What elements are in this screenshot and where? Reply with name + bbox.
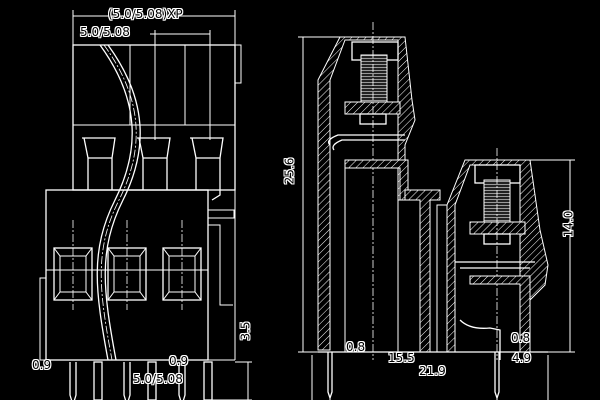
dim-overall-width [72,10,236,45]
dim-lower-height [530,159,575,353]
screw-window-2 [107,220,147,310]
label-pitch-top: 5.0/5.08 [80,25,130,39]
label-pin-left: 0.8 [346,340,366,354]
front-view [39,10,252,400]
label-pin-width-left: 0.9 [32,358,52,372]
label-total-height: 25.6 [282,157,297,185]
side-view [298,22,575,400]
label-rear-offset: 4.9 [512,351,532,365]
lower-header-body [39,45,236,361]
label-pitch-bottom: 5.0/5.08 [133,372,183,386]
upper-plug-body [72,44,242,306]
label-lower-height: 14.0 [561,210,576,238]
dim-pitch-top [150,30,211,140]
middle-coupling [404,189,448,353]
lower-header-section [446,148,549,360]
label-overall-width: (5.0/5.08)XP [108,7,183,21]
label-pin-right: 0.8 [511,331,531,345]
label-row-spacing: 15.5 [388,351,415,365]
dim-pin-length [212,361,252,400]
dim-total-height [298,36,340,353]
pins-front [69,361,213,400]
upper-plug-section [317,22,416,360]
label-overall-depth: 21.9 [419,364,446,378]
screw-window-1 [53,220,93,310]
dim-bottom [311,355,549,400]
label-pin-length: 3.5 [238,321,253,341]
wire-curve [96,44,133,361]
screw-window-3 [162,220,202,310]
label-pin-width-right: 0.9 [169,354,189,368]
